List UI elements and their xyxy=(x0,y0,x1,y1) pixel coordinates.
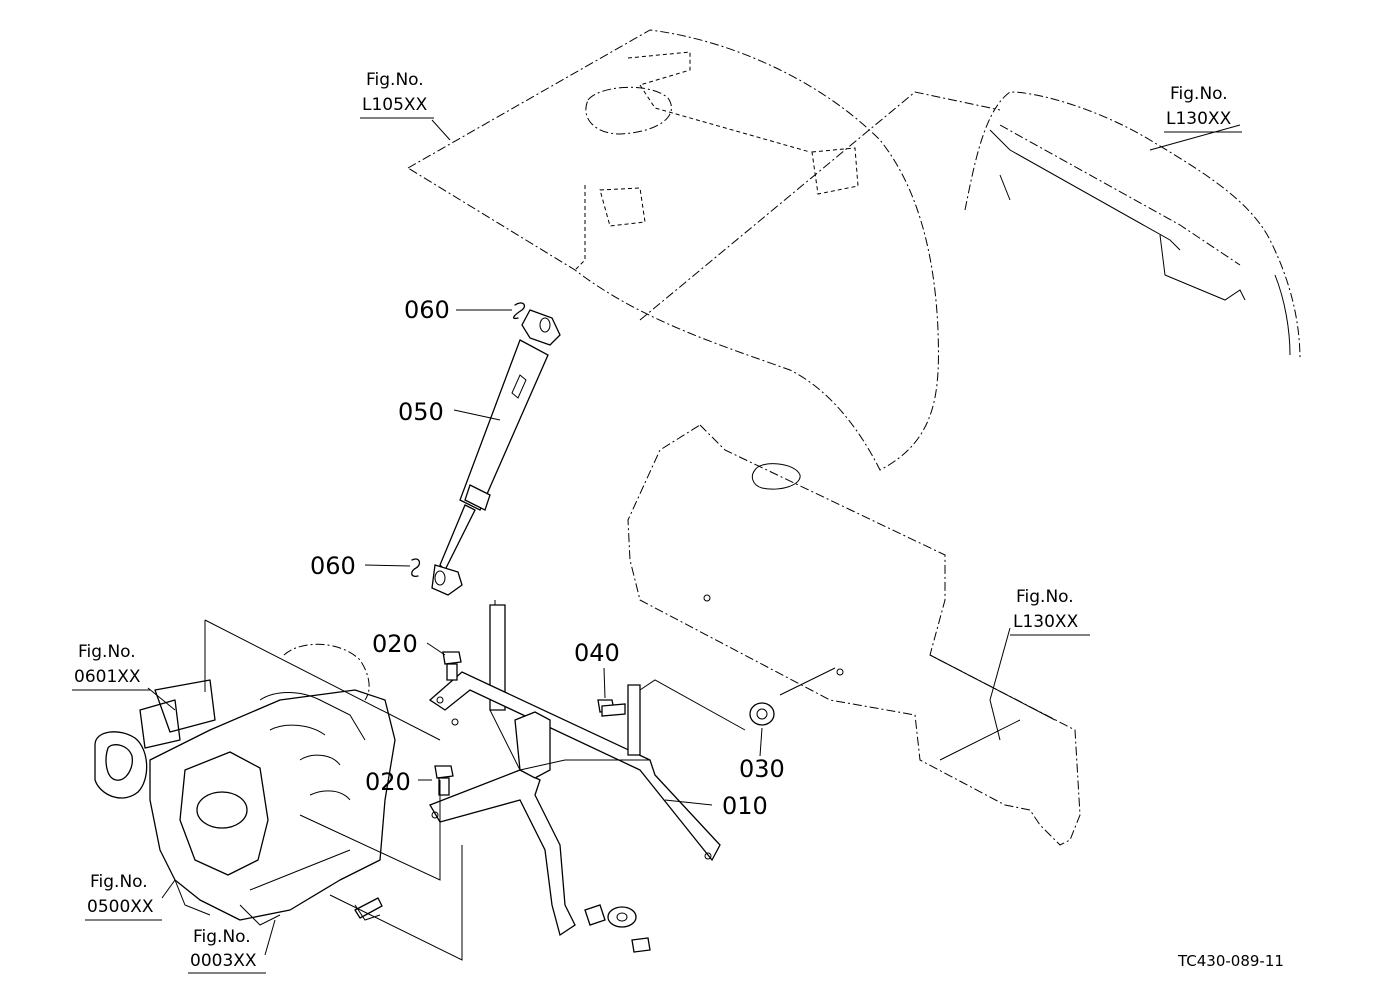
clip-lower xyxy=(411,558,421,577)
fig-ref-0500xx-line2: 0500XX xyxy=(87,897,154,917)
part-label-020-upper: 020 xyxy=(372,630,418,658)
part-label-060-upper: 060 xyxy=(404,296,450,324)
fig-ref-0500xx: Fig.No. 0500XX xyxy=(85,872,162,921)
fig-ref-l130xx-mid: Fig.No. L130XX xyxy=(1010,587,1090,636)
part-label-020-lower: 020 xyxy=(365,768,411,796)
fig-ref-0003xx-line2: 0003XX xyxy=(190,951,257,971)
washer-nut xyxy=(607,906,651,953)
part-label-010: 010 xyxy=(722,792,768,820)
fig-ref-l130xx-mid-line2: L130XX xyxy=(1013,612,1079,632)
fig-ref-0003xx: Fig.No. 0003XX xyxy=(188,927,266,974)
part-label-060-lower: 060 xyxy=(310,552,356,580)
support-bracket xyxy=(428,604,721,937)
fig-ref-l105xx-line2: L105XX xyxy=(362,95,428,115)
rear-frame-outline xyxy=(964,91,1301,361)
gas-strut xyxy=(431,309,561,596)
fig-ref-l130xx-top: Fig.No. L130XX xyxy=(1164,84,1242,133)
fig-ref-l105xx: Fig.No. L105XX xyxy=(360,70,434,119)
fig-ref-0601xx-line1: Fig.No. xyxy=(78,642,136,662)
drawing-code: TC430-089-11 xyxy=(1177,952,1284,970)
fig-ref-l105xx-line1: Fig.No. xyxy=(366,70,424,90)
part-label-030: 030 xyxy=(739,755,785,783)
fig-ref-0601xx-line2: 0601XX xyxy=(74,667,141,687)
part-label-040: 040 xyxy=(574,639,620,667)
clip-upper xyxy=(512,302,526,320)
fig-ref-0500xx-line1: Fig.No. xyxy=(90,872,148,892)
side-cover-outline xyxy=(627,424,1081,846)
grommet-030 xyxy=(749,702,775,726)
fig-ref-0003xx-line1: Fig.No. xyxy=(193,927,251,947)
leader-lines xyxy=(147,119,1241,956)
engine-block xyxy=(94,679,396,926)
hood-outline xyxy=(407,29,1001,471)
bolt-lower xyxy=(434,765,454,796)
bolt-upper xyxy=(442,651,462,681)
reference-lines xyxy=(204,600,836,961)
fig-ref-l130xx-top-line2: L130XX xyxy=(1166,109,1232,129)
bolt-040 xyxy=(597,699,626,717)
fig-ref-l130xx-top-line1: Fig.No. xyxy=(1170,84,1228,104)
part-label-050: 050 xyxy=(398,398,444,426)
fig-ref-0601xx: Fig.No. 0601XX xyxy=(72,642,150,691)
fig-ref-l130xx-mid-line1: Fig.No. xyxy=(1016,587,1074,607)
